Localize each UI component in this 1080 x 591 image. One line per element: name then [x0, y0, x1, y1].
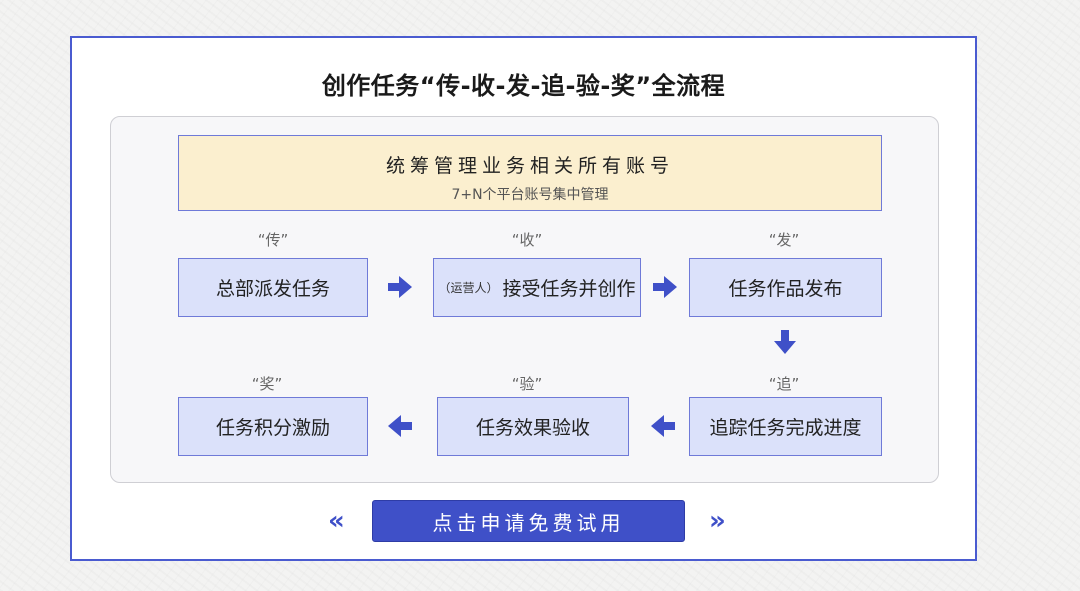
stage-label-chuan: “传”: [257, 231, 289, 249]
step-reward-points-label: 任务积分激励: [215, 417, 330, 439]
step-accept-task: （运营人） 接受任务并创作: [433, 258, 641, 317]
step-verify-effect-label: 任务效果验收: [475, 417, 590, 439]
banner-sub-text: 7+N个平台账号集中管理: [451, 187, 609, 203]
arrow-icon: [388, 276, 412, 298]
step-accept-task-prefix: （运营人）: [438, 281, 499, 295]
banner-main-text: 统筹管理业务相关所有账号: [385, 155, 674, 177]
stage-label-zhui: “追”: [768, 375, 800, 393]
account-banner: 统筹管理业务相关所有账号 7+N个平台账号集中管理: [178, 135, 882, 211]
stage-label-yan: “验”: [511, 375, 543, 393]
chevron-double-right-icon: »: [709, 506, 726, 536]
arrow-icon: [651, 415, 675, 437]
step-verify-effect: 任务效果验收: [437, 397, 629, 456]
stage-label-shou: “收”: [511, 231, 543, 249]
chevron-double-left-icon: «: [328, 506, 345, 536]
arrow-icon: [653, 276, 677, 298]
stage-label-jiang: “奖”: [251, 375, 283, 393]
arrow-icon: [774, 330, 796, 354]
step-accept-task-label: 接受任务并创作: [502, 278, 636, 300]
flow-panel: 统筹管理业务相关所有账号 7+N个平台账号集中管理 “传” “收” “发” 总部…: [110, 116, 939, 483]
step-publish-work: 任务作品发布: [689, 258, 882, 317]
step-track-progress: 追踪任务完成进度: [689, 397, 882, 456]
step-reward-points: 任务积分激励: [178, 397, 368, 456]
step-publish-work-label: 任务作品发布: [728, 278, 843, 300]
stage-label-fa: “发”: [768, 231, 800, 249]
step-dispatch-task-label: 总部派发任务: [215, 278, 330, 300]
arrow-icon: [388, 415, 412, 437]
page-title: 创作任务“传-收-发-追-验-奖”全流程: [321, 72, 726, 100]
flow-card: 创作任务“传-收-发-追-验-奖”全流程 统筹管理业务相关所有账号 7+N个平台…: [70, 36, 977, 561]
step-track-progress-label: 追踪任务完成进度: [709, 417, 862, 439]
step-dispatch-task: 总部派发任务: [178, 258, 368, 317]
free-trial-button-label: 点击申请免费试用: [432, 510, 625, 535]
free-trial-button[interactable]: 点击申请免费试用: [372, 500, 685, 542]
